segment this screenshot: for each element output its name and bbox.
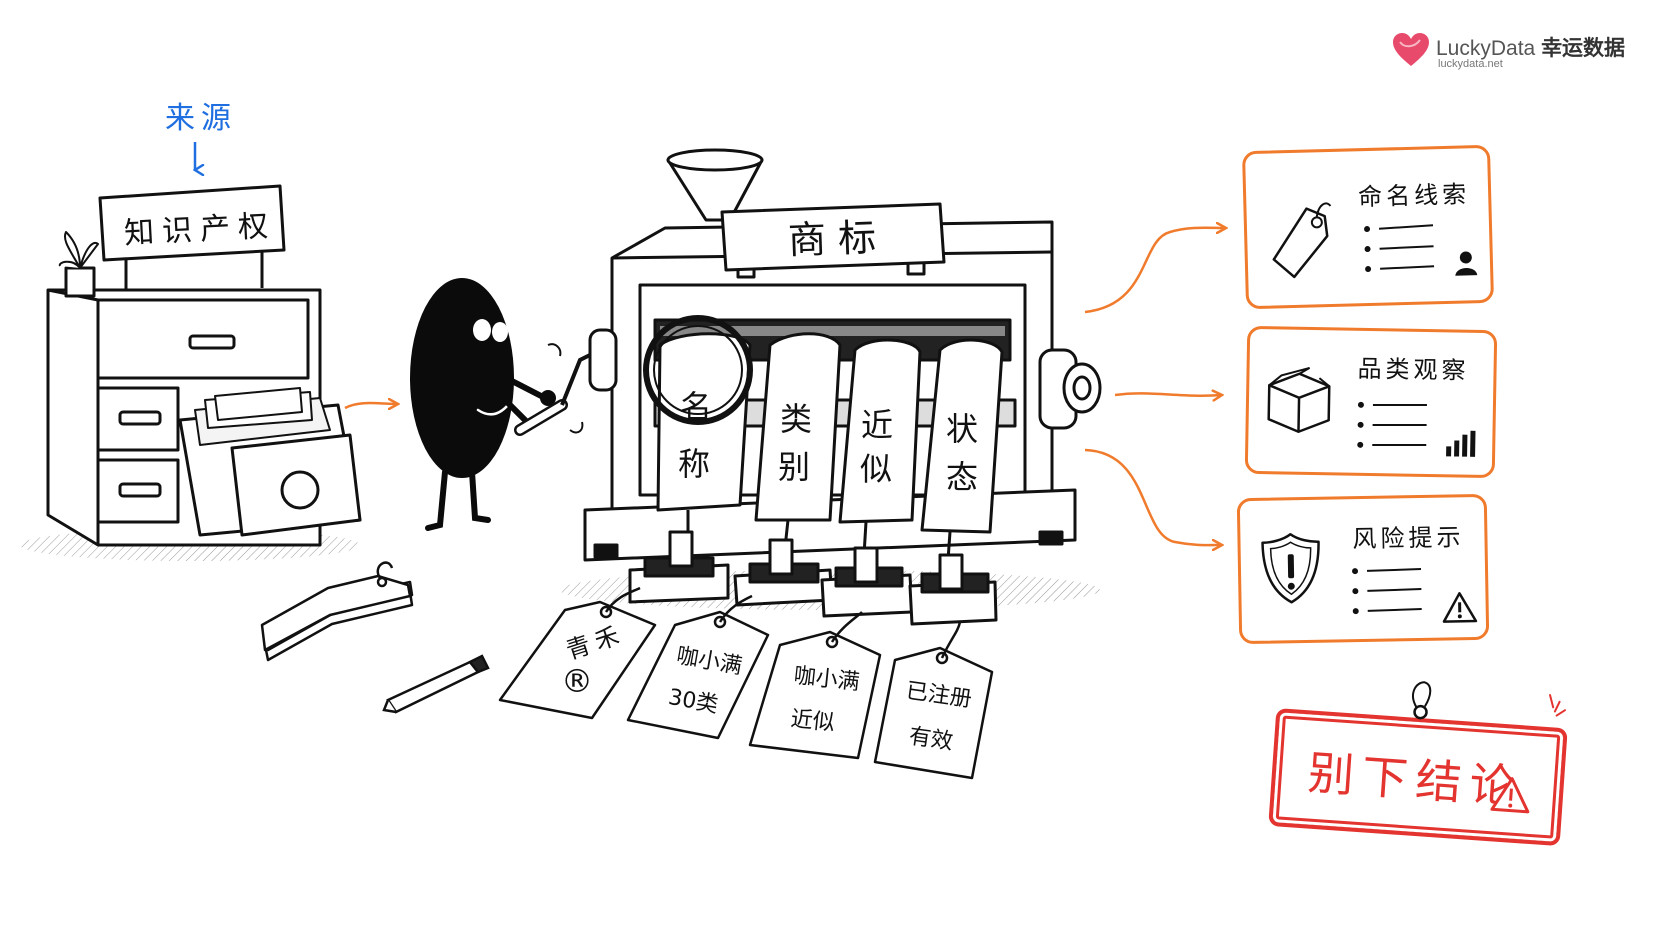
roller-1-bottom: 称 [678, 445, 710, 483]
roller-2-bottom: 别 [778, 448, 810, 486]
machine-sign-label: 商标 [787, 215, 888, 262]
card-title-naming: 命名线索 [1357, 180, 1471, 212]
shield-alert-icon [1261, 533, 1320, 604]
price-tag-icon [1272, 202, 1332, 279]
brand-logo: LuckyData 幸运数据 luckydata.net [1392, 30, 1652, 74]
roller-3-bottom: 似 [860, 450, 892, 488]
ip-cabinet [20, 184, 362, 561]
roller-2-top: 类 [780, 400, 812, 438]
tag-3-line2: 近似 [789, 707, 835, 736]
roller-3-top: 近 [861, 406, 893, 444]
source-label: 来源 [165, 101, 237, 136]
tag-1-line2: ® [561, 662, 593, 700]
output-arrows [1084, 228, 1226, 545]
output-card-naming: 命名线索 [1241, 144, 1495, 310]
source-annotation: 来源 [165, 101, 237, 170]
box-icon [1267, 366, 1331, 433]
registered-mark-icon [280, 470, 320, 510]
roller-4-bottom: 态 [946, 458, 978, 496]
arrow-to-operator [344, 403, 398, 408]
heart-logo-icon [1393, 33, 1429, 66]
warning-triangle-icon [1442, 592, 1478, 623]
list-lines-icon-2 [1357, 401, 1427, 448]
brand-name-cn: 幸运数据 [1541, 37, 1626, 60]
blank-tag-stack [260, 561, 414, 662]
list-lines-icon [1364, 224, 1435, 273]
cabinet-sign-label: 知识产权 [123, 209, 277, 252]
brand-name-en: LuckyData [1436, 37, 1536, 60]
brand-url: luckydata.net [1438, 58, 1503, 70]
operator-character [410, 278, 601, 531]
person-icon [1455, 251, 1478, 276]
conclusion-warning-stamp: 别下结论 [1268, 681, 1568, 847]
output-card-category: 品类观察 [1244, 325, 1498, 479]
bar-chart-icon [1446, 430, 1476, 457]
stamp-hanger-icon [1412, 681, 1432, 720]
roller-1-top: 名 [680, 388, 712, 426]
alert-spark-lines [1549, 694, 1567, 717]
stamp-warning-icon [1490, 777, 1530, 814]
trademark-machine [560, 148, 1102, 626]
output-tags [498, 586, 994, 780]
roller-labels: 名 称 类 别 近 似 状 态 [678, 388, 978, 496]
list-lines-icon-3 [1352, 567, 1422, 615]
card-title-category: 品类观察 [1357, 354, 1470, 385]
tag-4-line2: 有效 [907, 724, 954, 755]
marker-pen [382, 654, 490, 714]
roller-4-top: 状 [946, 410, 978, 448]
output-card-risk: 风险提示 [1236, 493, 1490, 645]
card-title-risk: 风险提示 [1352, 523, 1465, 554]
